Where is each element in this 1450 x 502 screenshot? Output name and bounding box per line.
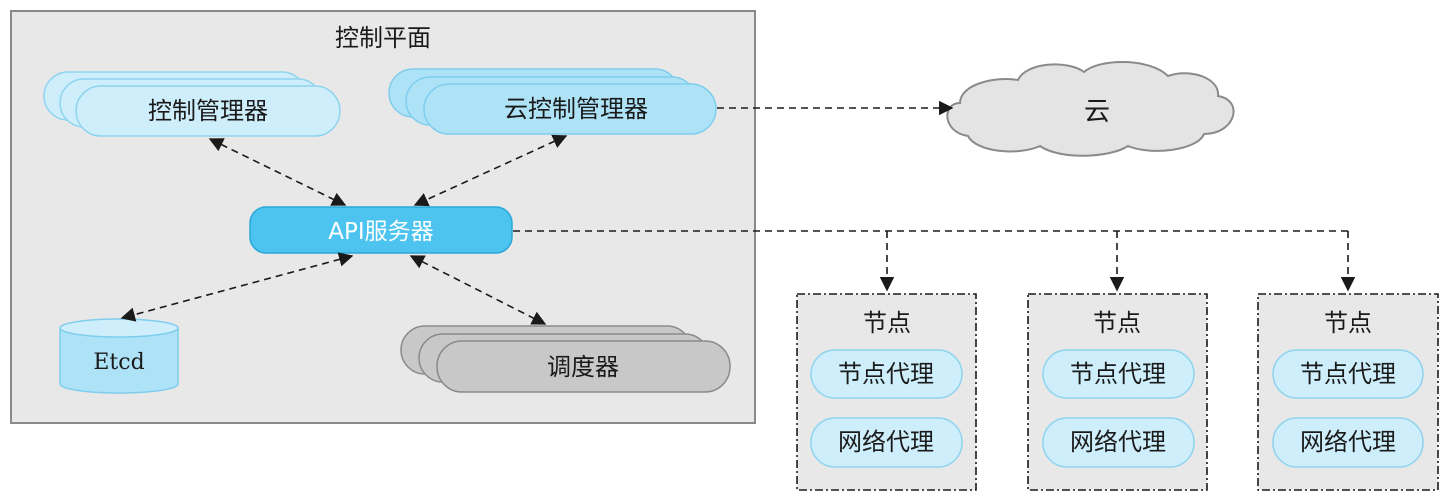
api-node-connectors — [513, 230, 1356, 292]
scheduler-label: 调度器 — [547, 353, 619, 381]
node-agent-label: 节点代理 — [838, 360, 934, 388]
arrow-controller-api — [208, 138, 347, 206]
controller-manager-label: 控制管理器 — [148, 97, 268, 125]
node-3: 节点 节点代理 网络代理 — [1257, 293, 1439, 491]
network-proxy-label: 网络代理 — [1300, 428, 1396, 456]
etcd-label: Etcd — [93, 350, 144, 375]
etcd-database: Etcd — [59, 318, 179, 394]
cloud-label: 云 — [1084, 97, 1110, 127]
cloud-controller-manager-label: 云控制管理器 — [504, 95, 648, 123]
scheduler: 调度器 — [400, 325, 731, 393]
network-proxy-label: 网络代理 — [1070, 428, 1166, 456]
controller-manager: 控制管理器 — [43, 71, 341, 137]
node-title: 节点 — [1324, 309, 1372, 337]
cloud-controller-manager: 云控制管理器 — [388, 68, 717, 135]
node-agent-label: 节点代理 — [1070, 360, 1166, 388]
network-proxy-label: 网络代理 — [838, 428, 934, 456]
api-server-label: API服务器 — [328, 219, 433, 245]
arrow-api-scheduler — [409, 255, 547, 325]
node-title: 节点 — [1093, 309, 1141, 337]
control-plane-connectors — [120, 134, 568, 325]
control-plane-title: 控制平面 — [335, 24, 431, 52]
arrow-cloudctl-api — [413, 134, 568, 207]
cloud-shape: 云 — [946, 61, 1235, 157]
node-title: 节点 — [863, 309, 911, 337]
arrow-api-etcd — [120, 252, 354, 322]
api-server: API服务器 — [249, 206, 513, 254]
node-2: 节点 节点代理 网络代理 — [1027, 293, 1208, 491]
node-agent-label: 节点代理 — [1300, 360, 1396, 388]
node-1: 节点 节点代理 网络代理 — [796, 293, 977, 491]
